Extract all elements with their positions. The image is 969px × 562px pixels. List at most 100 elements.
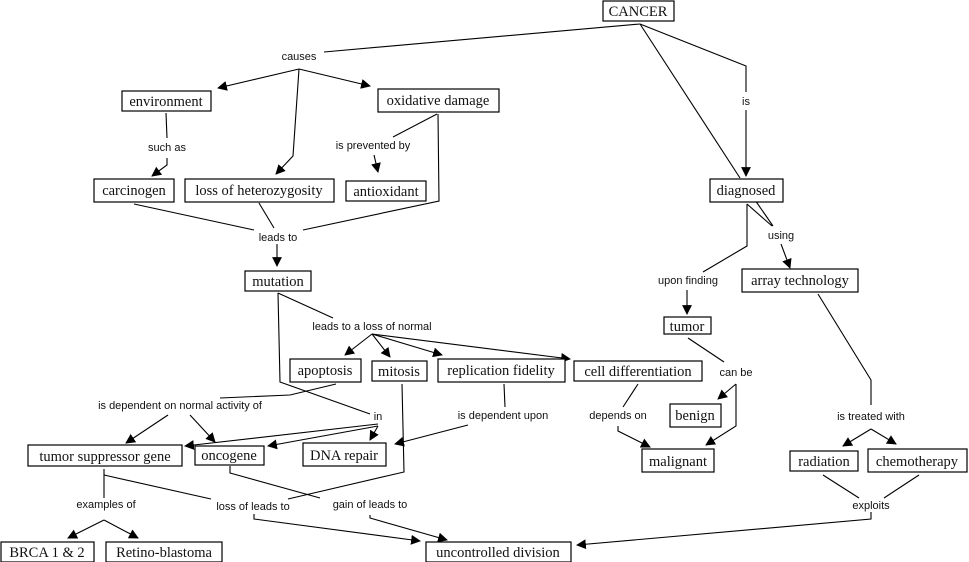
edge-lossnormal-apoptosis (344, 333, 373, 356)
link-loss-of-leads-to: loss of leads to (216, 501, 289, 513)
node-antioxidant[interactable]: antioxidant (345, 180, 427, 202)
node-tumor-suppressor-gene[interactable]: tumor suppressor gene (27, 444, 183, 467)
edge-lossnormal-mitosis (371, 333, 391, 358)
node-replication-fidelity[interactable]: replication fidelity (437, 358, 566, 383)
edge-lossnormal-celldiff (371, 333, 571, 363)
node-mitosis[interactable]: mitosis (371, 360, 428, 382)
edge-lossnormal-replication (371, 333, 443, 358)
link-is-dependent-upon: is dependent upon (458, 410, 549, 422)
link-is: is (742, 96, 750, 108)
edge-oxid-leadsto (302, 113, 440, 231)
edge-cancer-causes (323, 23, 641, 53)
edge-suchas-carcinogen (151, 158, 168, 177)
svg-text:radiation: radiation (798, 454, 850, 470)
link-in: in (374, 411, 383, 423)
edge-examples-retino (103, 519, 139, 539)
svg-text:tumor suppressor gene: tumor suppressor gene (39, 449, 170, 465)
edge-depnormal-oncogene (189, 414, 216, 443)
edge-in-oncogene (267, 425, 379, 450)
edge-dependson-malignant (617, 426, 651, 448)
edge-mutation-lossnormal (277, 292, 334, 319)
link-leads-to-loss-normal: leads to a loss of normal (312, 321, 431, 333)
node-chemotherapy[interactable]: chemotherapy (867, 448, 968, 473)
node-tumor[interactable]: tumor (663, 316, 712, 335)
link-is-treated-with: is treated with (837, 411, 905, 423)
node-benign[interactable]: benign (669, 403, 722, 428)
edge-env-suchas (165, 112, 168, 139)
edge-diag-using-a (746, 203, 773, 227)
link-depends-on: depends on (589, 410, 647, 422)
link-upon-finding: upon finding (658, 275, 718, 287)
svg-text:apoptosis: apoptosis (298, 363, 353, 379)
link-causes: causes (282, 51, 317, 63)
node-oxidative-damage[interactable]: oxidative damage (377, 88, 500, 113)
node-oncogene[interactable]: oncogene (194, 445, 265, 466)
node-diagnosed[interactable]: diagnosed (709, 178, 784, 203)
link-leads-to: leads to (259, 232, 298, 244)
edge-tsg-lossof (103, 474, 212, 500)
node-mutation[interactable]: mutation (244, 270, 312, 292)
node-cell-differentiation[interactable]: cell differentiation (573, 360, 703, 382)
edge-examples-brca (67, 519, 105, 539)
node-loss-of-heterozygosity[interactable]: loss of heterozygosity (184, 178, 335, 203)
link-using: using (768, 230, 794, 242)
svg-text:oxidative damage: oxidative damage (387, 93, 490, 109)
node-environment[interactable]: environment (121, 90, 212, 112)
edge-oxid-prevented (392, 113, 438, 138)
edge-causes-loh (275, 68, 300, 175)
link-exploits: exploits (852, 500, 890, 512)
edge-loh-leadsto (258, 202, 275, 229)
svg-text:chemotherapy: chemotherapy (876, 454, 959, 470)
edge-depnormal-tsg (125, 414, 169, 444)
link-can-be: can be (719, 367, 752, 379)
svg-text:malignant: malignant (649, 454, 707, 470)
svg-text:antioxidant: antioxidant (353, 184, 418, 200)
edge-diag-using-b (754, 199, 774, 227)
node-apoptosis[interactable]: apoptosis (289, 358, 362, 383)
edge-cancer-diagnosed-long (639, 23, 741, 179)
connections (67, 23, 920, 550)
svg-text:Retino-blastoma: Retino-blastoma (116, 545, 212, 561)
edge-mitosis-lossof (287, 383, 405, 500)
link-examples-of: examples of (76, 499, 136, 511)
edge-celldiff-dependson (622, 383, 639, 408)
node-dna-repair[interactable]: DNA repair (302, 442, 387, 467)
edge-radiation-exploits (822, 474, 860, 499)
edge-replication-depupon (503, 383, 506, 408)
node-cancer[interactable]: CANCER (602, 0, 675, 22)
node-uncontrolled-division[interactable]: uncontrolled division (425, 541, 572, 562)
link-gain-of-leads-to: gain of leads to (333, 499, 408, 511)
edge-chemo-exploits (883, 474, 920, 499)
svg-text:replication fidelity: replication fidelity (447, 363, 555, 379)
edge-gainof-uncontrolled (369, 515, 448, 543)
edge-carcinogen-leadsto (133, 203, 255, 231)
edge-causes-environment (217, 68, 300, 91)
edge-in-dnarepair (369, 425, 379, 441)
link-dependent-normal-activity: is dependent on normal activity of (98, 400, 263, 412)
node-array-technology[interactable]: array technology (741, 268, 859, 293)
svg-text:DNA repair: DNA repair (310, 448, 378, 464)
svg-text:loss of heterozygosity: loss of heterozygosity (195, 183, 323, 199)
edge-in-tsg (184, 423, 379, 450)
node-retinoblastoma[interactable]: Retino-blastoma (105, 541, 223, 562)
edge-treated-chemo (870, 428, 897, 445)
edge-treated-radiation (842, 428, 872, 447)
svg-text:benign: benign (675, 408, 715, 424)
link-such-as: such as (148, 142, 186, 154)
node-brca[interactable]: BRCA 1 & 2 (0, 541, 95, 562)
edge-exploits-uncontrolled (576, 512, 872, 550)
edge-array-treated (817, 293, 872, 405)
node-radiation[interactable]: radiation (789, 450, 859, 472)
edge-lossof-uncontrolled (253, 514, 421, 545)
node-malignant[interactable]: malignant (641, 448, 715, 473)
edge-mitosis-depnormal (219, 383, 337, 399)
edge-diag-uponfinding (702, 204, 748, 273)
link-is-prevented-by: is prevented by (336, 140, 411, 152)
edge-tumor-canbe (687, 337, 725, 363)
node-carcinogen[interactable]: carcinogen (93, 178, 175, 203)
svg-text:CANCER: CANCER (609, 4, 668, 20)
edge-canbe-benign (717, 383, 737, 400)
svg-text:BRCA 1 & 2: BRCA 1 & 2 (9, 545, 84, 561)
